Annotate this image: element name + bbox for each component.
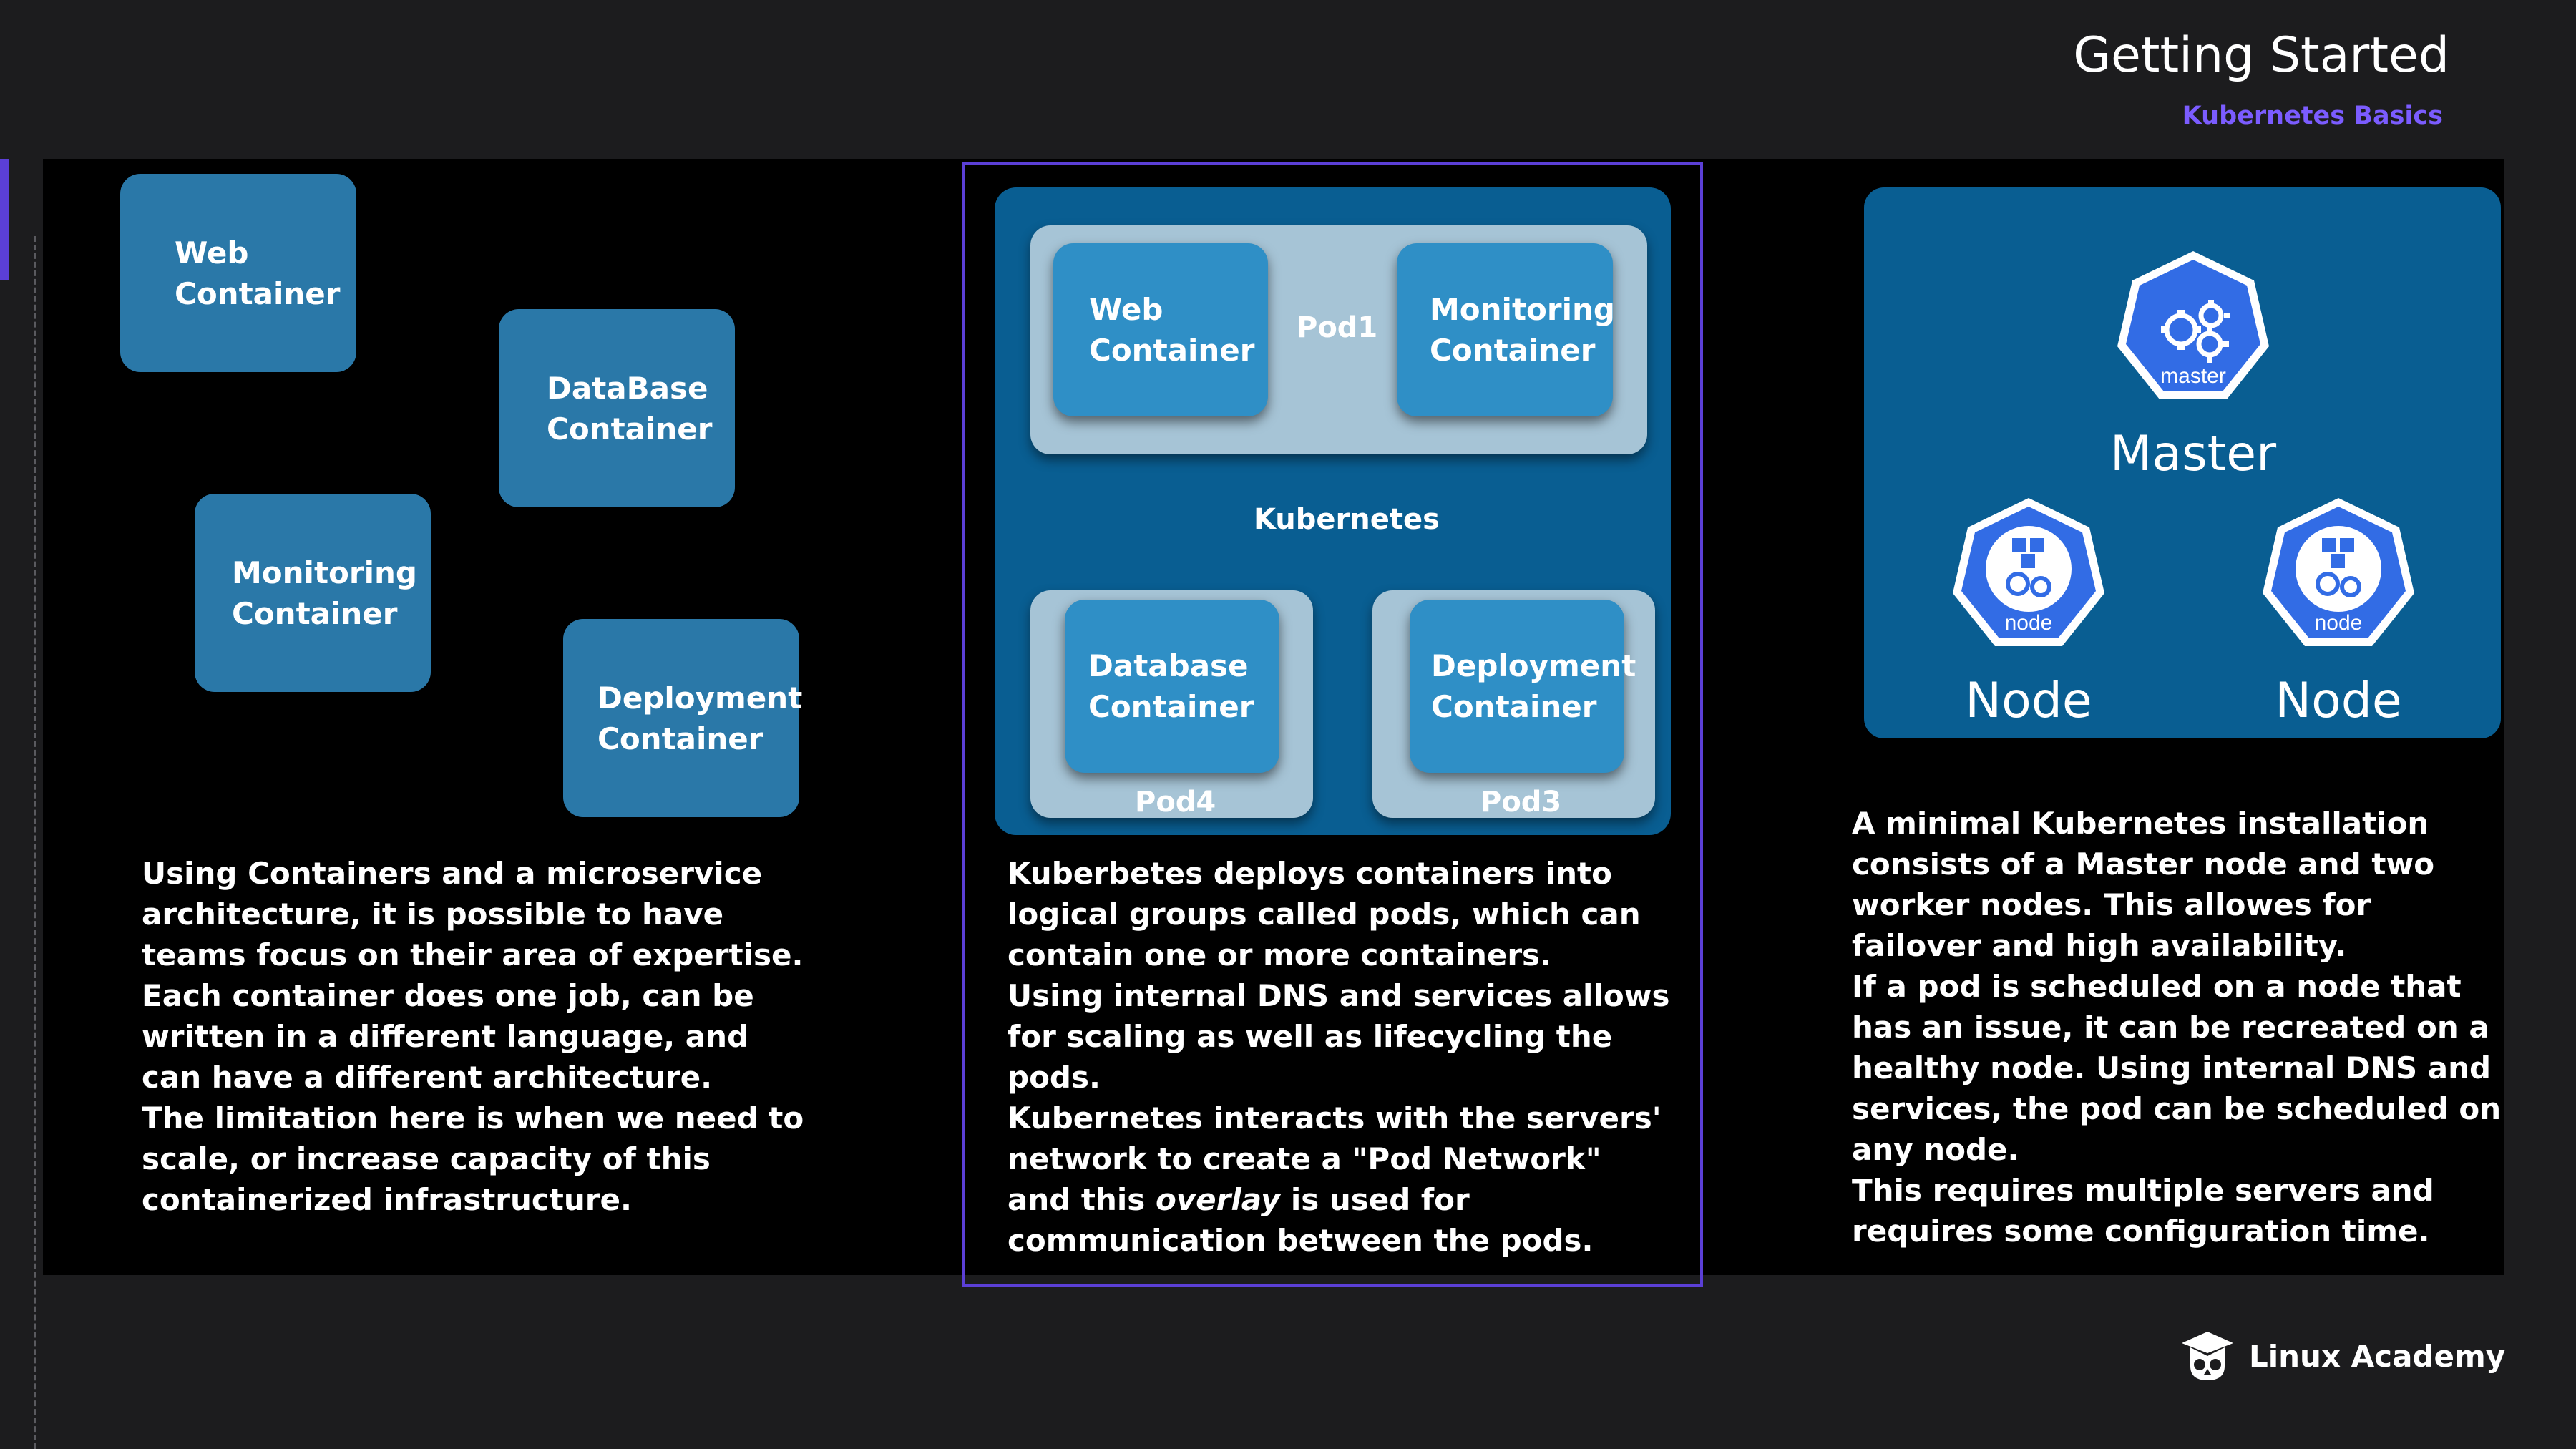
- pod4-label: Pod4: [1135, 786, 1216, 819]
- linux-academy-logo: Linux Academy: [2179, 1327, 2505, 1385]
- left-accent-bar: [0, 159, 9, 280]
- kubernetes-master-icon: master: [2117, 251, 2269, 399]
- pod1-web-container: Web Container: [1053, 243, 1268, 416]
- web-container-box: Web Container: [120, 174, 356, 372]
- monitoring-container-box: Monitoring Container: [195, 494, 431, 692]
- middle-description-p3-end: is used for communication between the po…: [1008, 1182, 1594, 1258]
- kubernetes-label: Kubernetes: [1254, 503, 1440, 536]
- master-hex-icon: master: [2111, 247, 2275, 411]
- master-icon-text: master: [2160, 364, 2226, 388]
- deployment-container-label: Deployment Container: [597, 680, 803, 756]
- left-description-p2: The limitation here is when we need to s…: [142, 1101, 804, 1217]
- database-container-label: DataBase Container: [547, 370, 713, 447]
- pod4-database-container: Database Container: [1065, 600, 1279, 773]
- pod3-deployment-container: Deployment Container: [1410, 600, 1636, 773]
- left-description: Using Containers and a microservice arch…: [142, 853, 807, 1220]
- left-description-p1: Using Containers and a microservice arch…: [142, 856, 804, 1095]
- node-hex-icon-1: node: [1946, 494, 2111, 658]
- linux-academy-owl-icon: [2182, 1332, 2233, 1380]
- right-description-p3: This requires multiple servers and requi…: [1852, 1173, 2434, 1249]
- node-hex-icon-2: node: [2256, 494, 2421, 658]
- node-caption-1: Node: [1965, 673, 2092, 729]
- database-container-box: DataBase Container: [499, 309, 735, 507]
- right-description-p2: If a pod is scheduled on a node that has…: [1852, 969, 2502, 1167]
- deployment-container-box: Deployment Container: [563, 619, 803, 817]
- right-description-p1: A minimal Kubernetes installation consis…: [1852, 806, 2435, 963]
- pod1-web-container-label: Web Container: [1089, 292, 1255, 368]
- pod1-monitoring-container: Monitoring Container: [1397, 243, 1615, 416]
- middle-description: Kuberbetes deploys containers into logic…: [1008, 853, 1673, 1261]
- master-caption: Master: [2109, 426, 2277, 482]
- middle-description-p3-start: Kubernetes interacts with the servers' n…: [1008, 1101, 1662, 1217]
- highlight-frame: [962, 162, 1703, 1287]
- web-container-label: Web Container: [175, 235, 341, 311]
- pod4-database-container-label: Database Container: [1088, 648, 1254, 724]
- pod1-label: Pod1: [1297, 311, 1378, 344]
- node-icon-text-2: node: [2315, 611, 2363, 635]
- right-description: A minimal Kubernetes installation consis…: [1852, 803, 2503, 1252]
- pod3-deployment-container-label: Deployment Container: [1431, 648, 1636, 724]
- page-subtitle: Kubernetes Basics: [2182, 102, 2443, 130]
- page-title: Getting Started: [2073, 27, 2449, 84]
- overlay-emphasis: overlay: [1155, 1182, 1281, 1217]
- node-icon-text-1: node: [2005, 611, 2053, 635]
- middle-description-p3: Kubernetes interacts with the servers' n…: [1008, 1098, 1673, 1261]
- middle-description-p1: Kuberbetes deploys containers into logic…: [1008, 856, 1641, 972]
- kubernetes-node-icon: node: [2263, 498, 2414, 646]
- pod1-monitoring-container-label: Monitoring Container: [1430, 292, 1615, 368]
- dashed-divider: [34, 236, 36, 1449]
- pod3-label: Pod3: [1480, 786, 1562, 819]
- middle-description-p2: Using internal DNS and services allows f…: [1008, 978, 1670, 1095]
- logo-text: Linux Academy: [2249, 1338, 2506, 1374]
- monitoring-container-label: Monitoring Container: [232, 555, 417, 631]
- kubernetes-node-icon: node: [1953, 498, 2104, 646]
- node-caption-2: Node: [2275, 673, 2402, 729]
